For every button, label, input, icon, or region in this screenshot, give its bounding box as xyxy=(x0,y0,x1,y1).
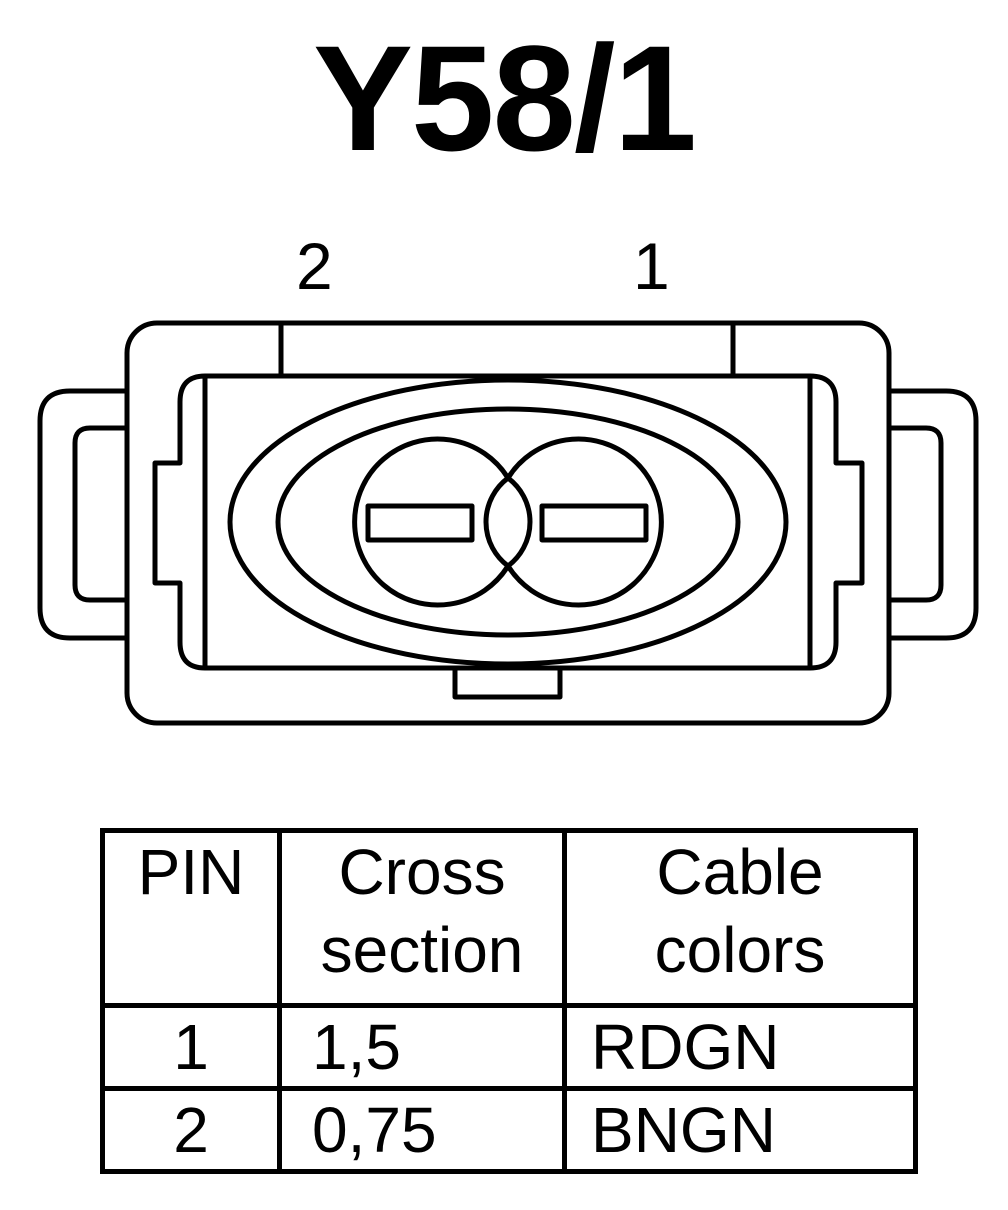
cell-cable-color: RDGN xyxy=(562,1003,918,1091)
pin-2-cavity xyxy=(352,436,511,608)
connector-drawing xyxy=(37,320,979,726)
table-row: 1 1,5 RDGN xyxy=(100,1003,918,1091)
header-cross-section: Cross section xyxy=(277,828,567,1008)
pin-assignment-table: PIN Cross section Cable colors 1 1,5 RDG… xyxy=(100,828,918,1174)
pin-1-cavity xyxy=(505,436,664,608)
outer-ellipse xyxy=(227,377,789,667)
pin-1-label: 1 xyxy=(633,229,670,303)
cell-pin: 1 xyxy=(100,1003,282,1091)
connector-housing xyxy=(124,320,892,726)
bottom-key xyxy=(452,668,563,700)
left-latch xyxy=(37,388,127,641)
pin-2-terminal xyxy=(365,503,475,543)
inner-ellipse xyxy=(275,406,741,638)
pin-1-terminal xyxy=(539,503,649,543)
header-pin: PIN xyxy=(100,828,282,1008)
pin-2-label: 2 xyxy=(296,229,333,303)
right-latch xyxy=(889,388,979,641)
diagram-title: Y58/1 xyxy=(313,14,697,182)
inner-shell xyxy=(152,373,865,671)
cell-cable-color: BNGN xyxy=(562,1086,918,1174)
table-header-row: PIN Cross section Cable colors xyxy=(100,828,918,1008)
header-cable-colors: Cable colors xyxy=(562,828,918,1008)
cell-cross-section: 0,75 xyxy=(277,1086,567,1174)
cell-cross-section: 1,5 xyxy=(277,1003,567,1091)
cell-pin: 2 xyxy=(100,1086,282,1174)
right-latch-inner xyxy=(889,425,944,603)
table-row: 2 0,75 BNGN xyxy=(100,1086,918,1174)
left-latch-inner xyxy=(72,425,127,603)
